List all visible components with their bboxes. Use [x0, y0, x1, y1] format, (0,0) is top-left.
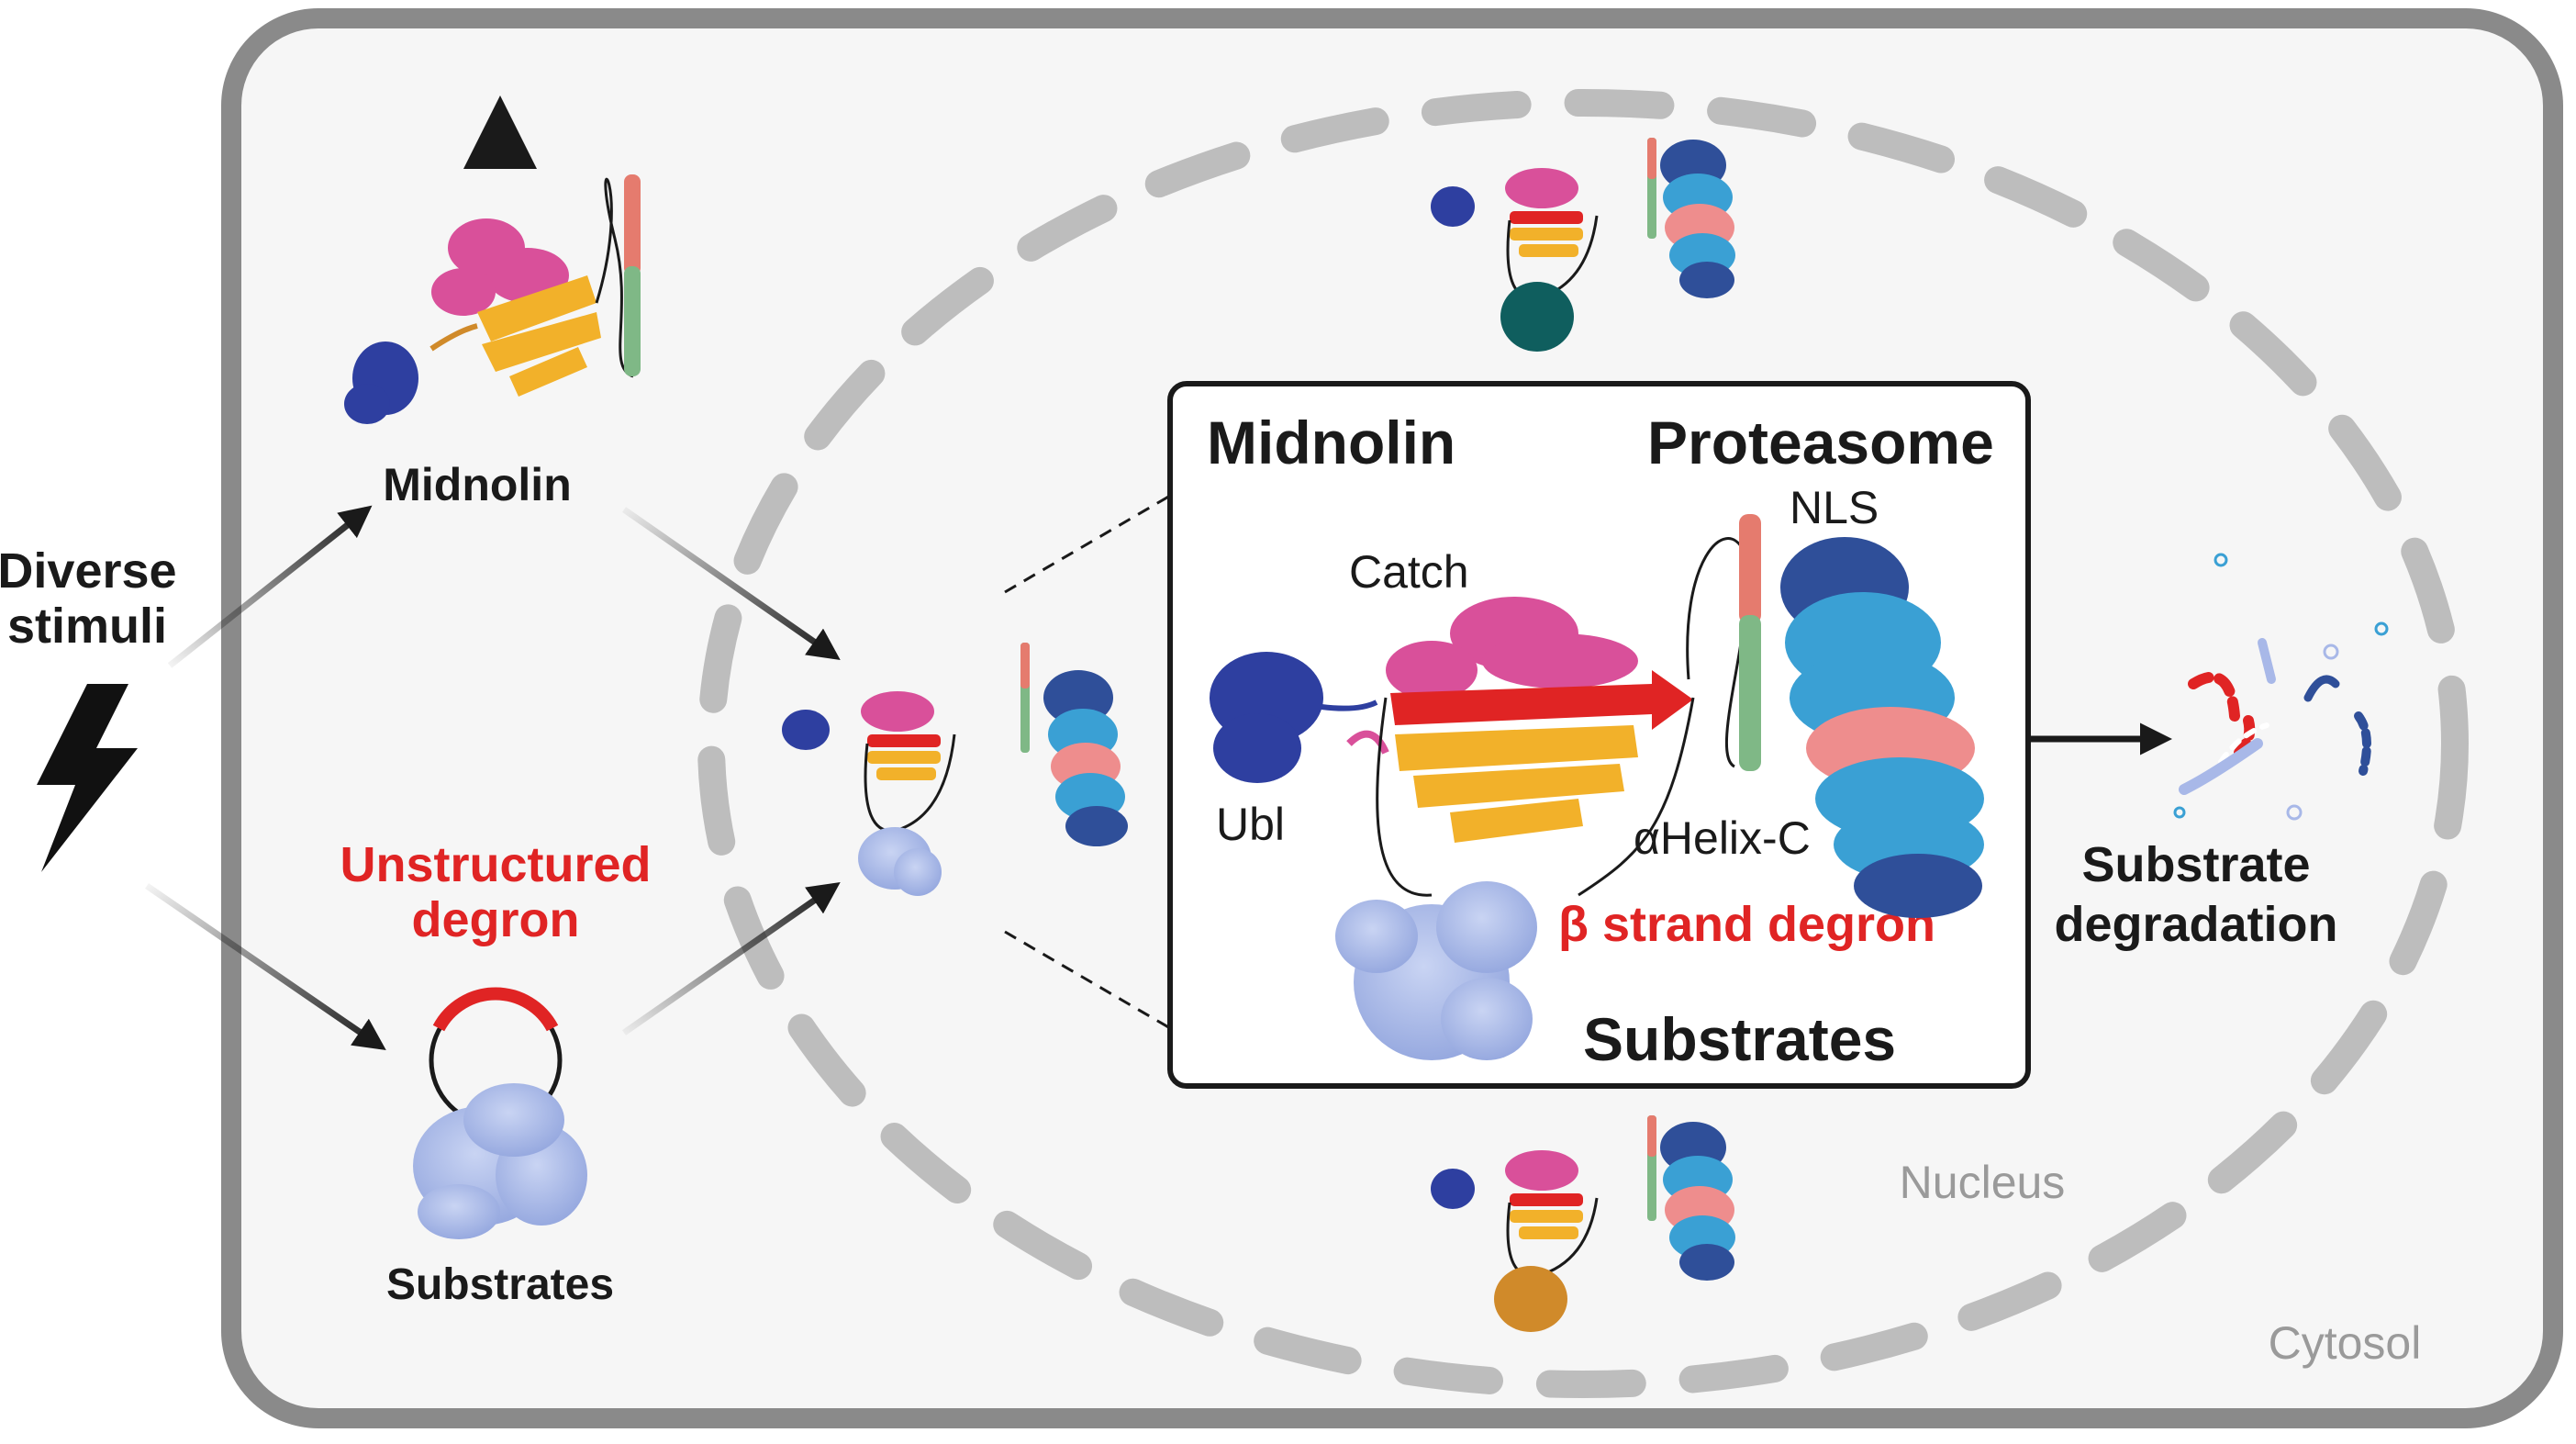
nucleus-label: Nucleus	[1900, 1157, 2066, 1208]
nls-helix-inset	[1739, 514, 1761, 771]
lightning-bolt-icon	[37, 684, 138, 872]
inset-midnolin-title: Midnolin	[1207, 409, 1455, 476]
unstructured-degron-substrate-left: Unstructured degron Substrates	[340, 837, 651, 1309]
catch-domain-inset	[1386, 597, 1638, 700]
svg-text:stimuli: stimuli	[7, 599, 167, 654]
complex-top-teal-substrate	[1431, 138, 1735, 352]
midnolin-proteasome-complex-small	[782, 643, 1128, 896]
proteasome-inset	[1780, 537, 1984, 918]
substrate-blob-small	[858, 827, 942, 896]
inset-ubl-label: Ubl	[1216, 799, 1285, 850]
arrow-midnolin-to-nucleus	[622, 507, 841, 660]
nls-helix-left	[624, 174, 641, 376]
arrow-substrate-to-nucleus	[622, 882, 841, 1035]
svg-text:Unstructured: Unstructured	[340, 837, 651, 892]
proteasome-small	[1043, 670, 1128, 846]
beta-sheet-left	[477, 275, 601, 397]
substrates-label-left: Substrates	[386, 1260, 614, 1309]
arrow-stimuli-to-substrates	[145, 883, 386, 1050]
inset-alpha-helix-c-label: αHelix-C	[1634, 812, 1811, 864]
nuclear-envelope	[697, 89, 2469, 1398]
substrate-blob-left	[413, 1083, 587, 1239]
zoom-guide-bottom	[1004, 930, 1171, 1030]
svg-text:degron: degron	[412, 892, 580, 947]
svg-text:Substrate: Substrate	[2081, 837, 2310, 892]
midnolin-label-left: Midnolin	[383, 459, 572, 510]
inset-substrates-title: Substrates	[1583, 1005, 1896, 1073]
substrate-degradation-label: Substrate degradation	[2054, 837, 2337, 952]
diverse-stimuli-label: Diverse stimuli	[0, 543, 177, 654]
zoom-guide-top	[1004, 494, 1171, 594]
degradation-fragments	[2173, 553, 2389, 821]
inset-detail-panel: Midnolin Proteasome NLS Catch Ubl αHelix…	[1167, 381, 2031, 1089]
arrow-stimuli-to-midnolin	[167, 505, 373, 668]
inset-proteasome-title: Proteasome	[1647, 409, 1994, 476]
svg-text:Diverse: Diverse	[0, 543, 177, 599]
unstructured-degron-segment	[432, 987, 559, 1032]
beta-sheet-inset	[1390, 670, 1693, 843]
midnolin-structure-left: Midnolin	[344, 95, 641, 510]
ubl-domain-left	[344, 341, 418, 424]
complex-bottom-ochre-substrate	[1431, 1115, 1735, 1332]
ubl-domain-inset	[1210, 652, 1323, 783]
substrate-blob-inset	[1335, 881, 1537, 1060]
inset-catch-label: Catch	[1349, 546, 1469, 598]
svg-text:degradation: degradation	[2054, 897, 2337, 952]
inset-nls-label: NLS	[1790, 482, 1879, 533]
cytosol-label: Cytosol	[2269, 1317, 2422, 1369]
